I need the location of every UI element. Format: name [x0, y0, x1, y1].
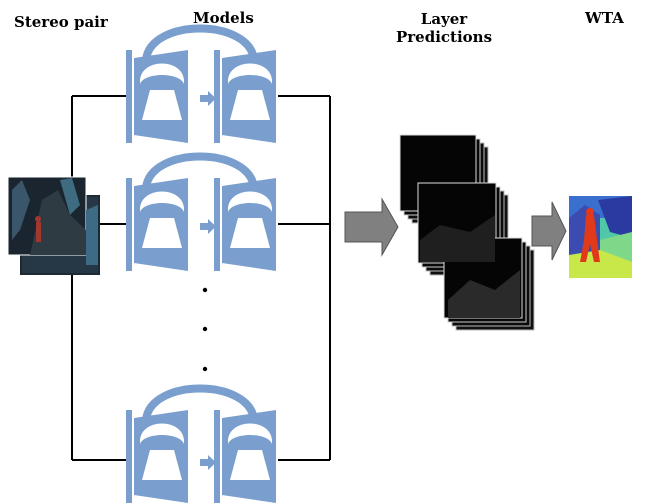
encoder-decoder-icon	[126, 410, 188, 503]
connection-lines	[71, 95, 331, 461]
encoder-decoder-icon	[126, 178, 188, 271]
model-row-1	[126, 24, 276, 143]
layer-predictions-stack	[399, 134, 535, 331]
encoder-decoder-icon	[214, 178, 276, 271]
wta-label: WTA	[585, 9, 624, 27]
connector-arrow-icon	[200, 459, 210, 466]
skip-connection-arch	[142, 384, 258, 421]
model-row-2	[126, 152, 276, 271]
arrow-icon	[344, 197, 399, 257]
ellipsis-dots	[202, 287, 208, 372]
layer-predictions-label-line2: Predictions	[395, 28, 493, 46]
connector-arrow-icon	[200, 223, 210, 230]
skip-connection-arch	[142, 152, 258, 189]
stereo-pair-image	[7, 176, 100, 275]
wta-disparity-map	[569, 196, 632, 278]
layer-predictions-label: Layer Predictions	[390, 10, 498, 46]
connector-arrow-icon	[200, 95, 210, 102]
stereo-pair-label: Stereo pair	[14, 13, 108, 31]
encoder-decoder-icon	[214, 410, 276, 503]
encoder-decoder-icon	[126, 50, 188, 143]
skip-connection-arch	[142, 24, 258, 61]
layer-predictions-label-line1: Layer	[420, 10, 468, 28]
encoder-decoder-icon	[214, 50, 276, 143]
model-row-3	[126, 384, 276, 503]
models-label: Models	[193, 9, 254, 27]
arrow-icon	[531, 201, 567, 261]
